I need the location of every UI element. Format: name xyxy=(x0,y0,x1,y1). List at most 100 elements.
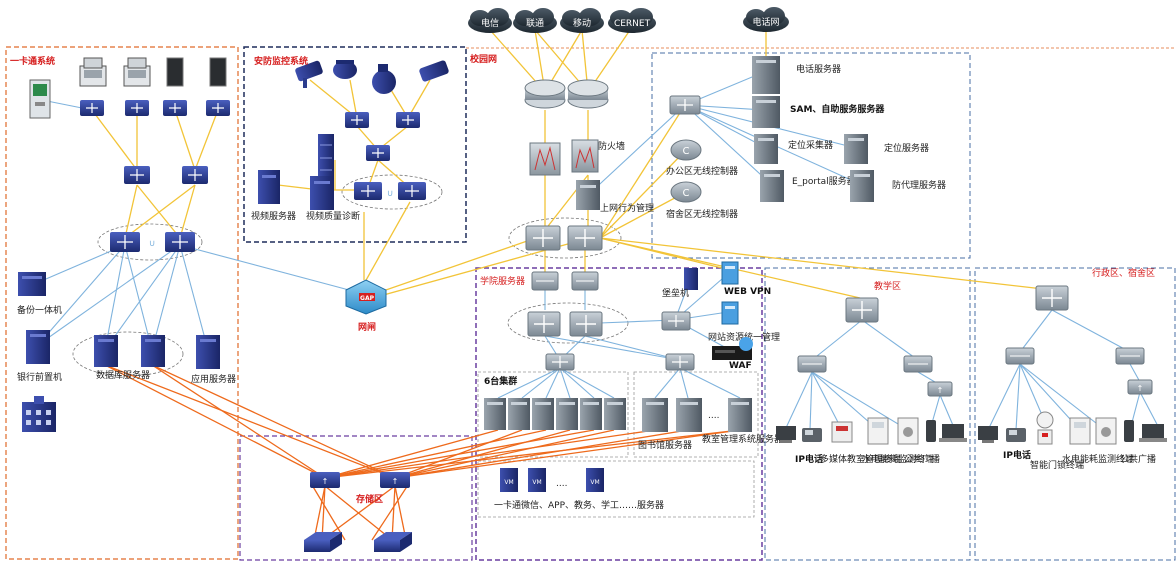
ip-phone-icon xyxy=(802,428,822,442)
teaching-broadcast-label: 公共广播 xyxy=(904,453,940,465)
server-area-switch-icon xyxy=(669,95,701,115)
teaching-core-switch-icon xyxy=(845,297,879,323)
admin-broadcast-label: 公共广播 xyxy=(1120,453,1156,465)
laptop-icon xyxy=(939,424,967,442)
building-icon xyxy=(22,396,56,432)
wireless-ap-icon: ↑ xyxy=(927,381,953,397)
locate-collector-label: 定位采集器 xyxy=(788,139,833,151)
broadcast-icon xyxy=(1095,417,1117,445)
teaching-ip-phone-label: IP电话 xyxy=(795,453,823,465)
router-icon xyxy=(524,79,566,109)
teaching-devices: ↑ 教学区 IP电话 多媒体教室管理终端 水电能耗监测终端 公共广播 xyxy=(776,280,967,465)
college-dist-switch-icon xyxy=(661,311,691,331)
backup-machine-icon xyxy=(18,272,46,296)
cernet-cloud: CERNET xyxy=(608,8,656,33)
security-title: 安防监控系统 xyxy=(254,55,308,67)
pos-machine-icon xyxy=(79,57,107,87)
waf-label: WAF xyxy=(729,361,752,371)
mobile-label: 移动 xyxy=(573,17,591,29)
locate-server-label: 定位服务器 xyxy=(884,142,929,154)
site-resource-icon xyxy=(721,301,739,325)
vm-ellipsis: .... xyxy=(556,479,567,489)
router-icon xyxy=(567,79,609,109)
vm-icon: VM xyxy=(500,468,518,492)
card-system-devices: ∪ 备份一体机 银行前置机 数据库服务器 应用服务器 xyxy=(17,57,236,432)
office-wlc-label: 办公区无线控制器 xyxy=(666,165,738,177)
teaching-energy-label: 水电能耗监测终端 xyxy=(862,453,934,465)
phone-network-label: 电话网 xyxy=(752,16,779,28)
locate-server-icon xyxy=(844,134,868,164)
video-server-label: 视频服务器 xyxy=(251,210,296,222)
admin-devices: ↑ IP电话 智能门锁终端 水电能耗监测终端 公共广播 xyxy=(978,285,1167,471)
backup-machine-label: 备份一体机 xyxy=(17,304,62,316)
cluster-server-icon xyxy=(508,398,530,430)
site-resource-label: 网站资源统一管理 xyxy=(708,331,780,343)
college-core-switch-icon xyxy=(569,311,603,337)
app-servers-label: 应用服务器 xyxy=(191,373,236,385)
server-area-zone xyxy=(651,52,971,259)
core-switch-icon xyxy=(165,232,195,252)
db-servers-label: 数据库服务器 xyxy=(96,369,150,381)
gatekeeper-label: 网闸 xyxy=(358,321,376,333)
admin-energy-label: 水电能耗监测终端 xyxy=(1062,453,1134,465)
svg-text:VM: VM xyxy=(590,479,599,486)
proxy-server-label: 防代理服务器 xyxy=(892,179,946,191)
stack-link-glyph: ∪ xyxy=(149,239,156,249)
svg-text:C: C xyxy=(683,188,690,199)
bastion-host-icon xyxy=(684,268,698,290)
eportal-server-label: E_portal服务器 xyxy=(792,175,856,187)
aggregation-switch-icon xyxy=(124,166,150,184)
broadcast-icon xyxy=(897,417,919,445)
gap-badge: GAP xyxy=(360,295,375,302)
storage-array-icon xyxy=(374,532,412,552)
dome-camera-icon xyxy=(372,64,396,94)
video-quality-label: 视频质量诊断 xyxy=(306,210,360,222)
card-reader-icon xyxy=(166,57,184,87)
svg-text:VM: VM xyxy=(532,479,541,486)
phone-server-icon xyxy=(752,56,780,94)
card-system-title: 一卡通系统 xyxy=(10,55,55,67)
storage-zone xyxy=(239,435,473,561)
orange-links xyxy=(104,364,741,541)
core-switch-icon xyxy=(398,182,426,200)
unicom-cloud: 联通 xyxy=(513,8,557,33)
phone-server-label: 电话服务器 xyxy=(796,63,841,75)
unicom-label: 联通 xyxy=(526,18,544,29)
security-cluster-ellipse xyxy=(341,174,443,210)
cluster-server-icon xyxy=(580,398,602,430)
college-switch-icon xyxy=(571,271,599,291)
svg-text:↑: ↑ xyxy=(1137,384,1144,393)
core-switch-icon xyxy=(110,232,140,252)
admin-dorm-title: 行政区、宿舍区 xyxy=(1092,267,1155,279)
college-servers-title: 学院服务器 xyxy=(480,275,525,287)
db-cluster-ellipse xyxy=(72,331,184,377)
bank-frontend-label: 银行前置机 xyxy=(17,371,62,383)
office-wlc-icon: C xyxy=(670,139,702,161)
vm-icon: VM xyxy=(528,468,546,492)
isp-clouds: 电信 联通 移动 CERNET 电话网 xyxy=(468,7,789,33)
access-switch-icon xyxy=(396,112,420,128)
campus-core-devices: 防火墙 上网行为管理 C 办公区无线控制器 C 宿舍区无线控制器 xyxy=(524,79,738,251)
cernet-label: CERNET xyxy=(614,19,651,29)
camera-icon xyxy=(295,60,323,88)
bank-frontend-icon xyxy=(26,330,50,364)
teaching-access-switch-icon xyxy=(797,355,827,373)
teaching-zone xyxy=(764,267,971,561)
firewall-icon xyxy=(571,139,599,173)
gatekeeper-icon: GAP xyxy=(345,279,387,315)
admin-core-switch-icon xyxy=(1035,285,1069,311)
storage-zone-title: 存储区 xyxy=(356,493,383,505)
waf-icon xyxy=(712,337,753,360)
camera-icon xyxy=(419,60,449,82)
cluster-server-icon xyxy=(556,398,578,430)
firewall-icon xyxy=(529,142,561,176)
security-zone xyxy=(243,46,467,243)
cluster-server-icon xyxy=(604,398,626,430)
kiosk-terminal-icon xyxy=(29,79,51,119)
web-vpn-icon xyxy=(721,261,739,285)
cluster-label: 6台集群 xyxy=(484,375,517,387)
vm-servers-label: 一卡通微信、APP、教务、学工……服务器 xyxy=(494,499,664,511)
access-switch-icon xyxy=(345,112,369,128)
dome-camera-icon xyxy=(333,60,357,79)
